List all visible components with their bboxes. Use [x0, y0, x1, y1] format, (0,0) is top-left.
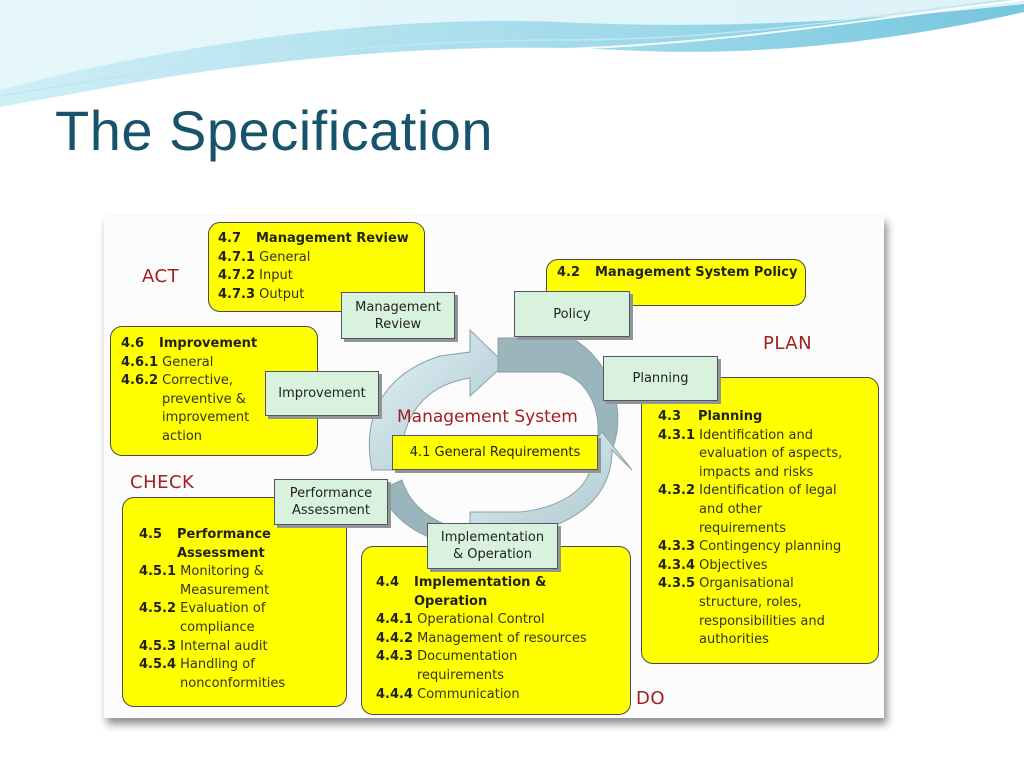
- phase-plan: PLAN: [763, 333, 813, 354]
- phase-check: CHECK: [130, 472, 195, 493]
- process-policy: Policy: [514, 291, 630, 337]
- process-general-requirements: 4.1 General Requirements: [392, 435, 598, 470]
- phase-act: ACT: [142, 266, 180, 287]
- management-system-label: Management System: [397, 407, 578, 427]
- process-implementation-operation: Implementation & Operation: [427, 523, 558, 569]
- process-improvement: Improvement: [265, 371, 379, 416]
- cycle-arrow-right: [497, 337, 619, 451]
- process-management-review: Management Review: [341, 292, 455, 339]
- slide-title: The Specification: [55, 99, 494, 162]
- process-performance-assessment: Performance Assessment: [274, 479, 388, 525]
- process-planning: Planning: [603, 356, 718, 401]
- phase-do: DO: [636, 688, 666, 709]
